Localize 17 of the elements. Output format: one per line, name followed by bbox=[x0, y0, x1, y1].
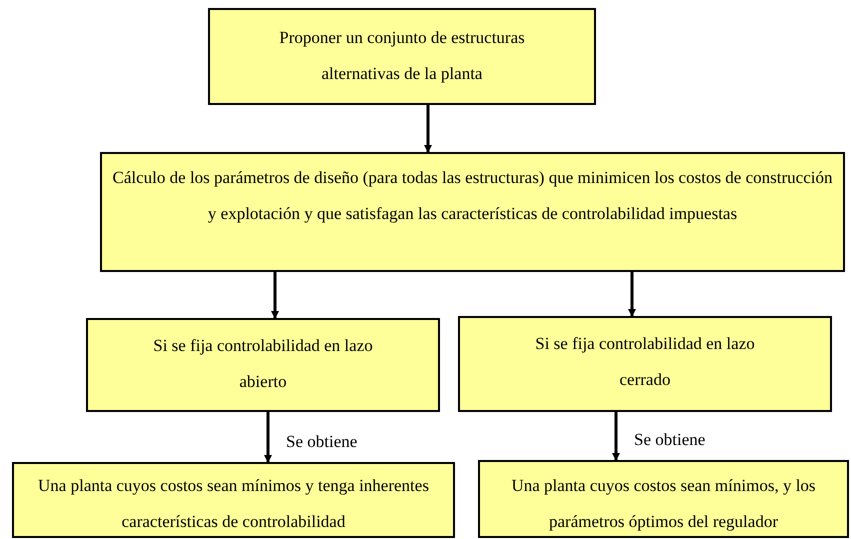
process-box bbox=[100, 152, 845, 272]
arrow bbox=[612, 412, 620, 461]
arrow bbox=[271, 272, 279, 319]
box-text: Si se fija controlabilidad en lazo abierto bbox=[152, 335, 374, 393]
process-box bbox=[458, 316, 832, 412]
arrow bbox=[628, 272, 636, 317]
box-text: Una planta cuyos costos sean mínimos y tenga inherentes características de controlabilidad bbox=[37, 475, 430, 533]
box-text: Cálculo de los parámetros de diseño (para todas las estructuras) que minimicen los costos de construcción y explotación y que satisfagan las características de controlabilidad impuestas bbox=[112, 167, 834, 225]
arrow bbox=[264, 412, 272, 463]
box-text: Si se fija controlabilidad en lazo cerrado bbox=[534, 333, 756, 391]
process-box bbox=[86, 318, 440, 412]
box-text: Proponer un conjunto de estructuras alternativas de la planta bbox=[278, 27, 526, 85]
process-box bbox=[12, 462, 455, 538]
arrow bbox=[424, 105, 432, 153]
process-box bbox=[208, 8, 596, 105]
process-box bbox=[478, 460, 849, 538]
box-text: Una planta cuyos costos sean mínimos, y los parámetros óptimos del regulador bbox=[510, 475, 817, 533]
